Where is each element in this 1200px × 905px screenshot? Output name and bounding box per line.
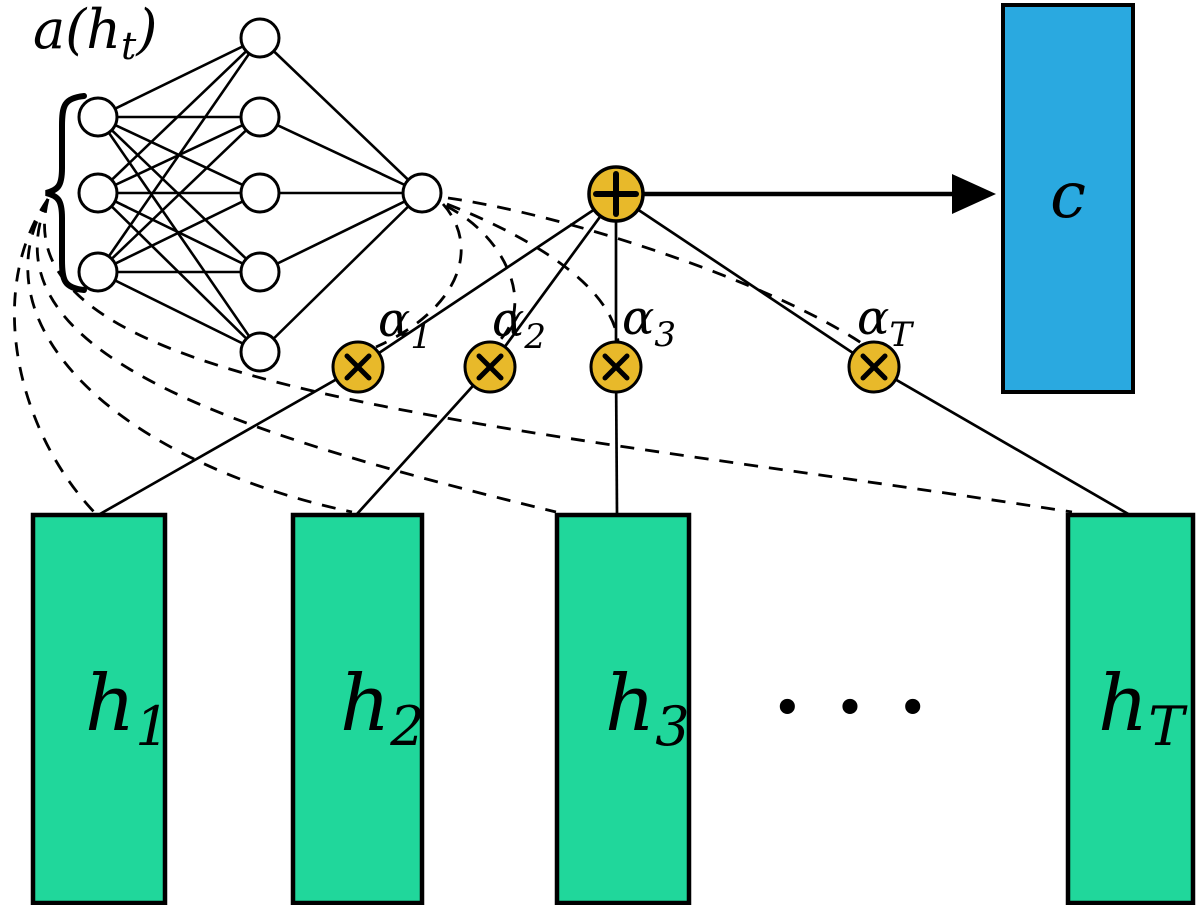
alpha-label-2: α2 [492, 292, 546, 357]
input-curve-h1 [13, 198, 97, 514]
context-vector-box [1001, 3, 1135, 394]
hidden-state-label-hT: hT [1098, 659, 1188, 758]
context-vector-label: c [1050, 159, 1086, 233]
line-multiply1-sum [357, 193, 617, 369]
weight-curve-alphaT [447, 196, 867, 348]
attention-function-label: a(ht) [33, 0, 157, 68]
hidden-node-1 [239, 17, 281, 59]
multiply-node-2 [463, 340, 517, 394]
hidden-state-box-h3 [554, 512, 692, 905]
multiply-nodes [331, 340, 901, 394]
hidden-node-5 [239, 331, 281, 373]
line-hT-multiply [873, 365, 1131, 517]
alpha-label-3: α3 [622, 290, 676, 355]
multiply-icon [344, 353, 372, 381]
line-multiplyT-sum [615, 193, 875, 369]
hidden-node-3 [239, 172, 281, 214]
output-node [401, 172, 443, 214]
input-node-3 [77, 251, 119, 293]
hidden-node-2 [239, 96, 281, 138]
hidden-node-4 [239, 251, 281, 293]
alpha-label-1: α1 [378, 292, 432, 357]
hidden-state-label-h2: h2 [340, 659, 425, 758]
hidden-state-label-h1: h1 [85, 659, 170, 758]
multiply-icon [860, 353, 888, 381]
ellipsis-dots: ••• [772, 679, 960, 739]
sum-icon [593, 171, 639, 217]
line-h1-multiply [99, 365, 359, 516]
line-h2-multiply [355, 366, 492, 515]
input-curve-h3 [35, 198, 557, 514]
alpha-label-T: αT [857, 290, 914, 355]
network-edges [96, 36, 423, 354]
network-nodes [77, 17, 443, 373]
weight-curve-alpha1 [375, 203, 463, 349]
line-multiply2-sum [488, 194, 618, 368]
multiply-node-3 [589, 340, 643, 394]
multiply-node-T [847, 340, 901, 394]
context-arrow [643, 174, 996, 214]
multiply-icon [602, 353, 630, 381]
hidden-state-box-hT [1065, 512, 1196, 905]
input-node-1 [77, 96, 119, 138]
weight-curve-alpha2 [445, 204, 517, 344]
hidden-state-box-h2 [290, 512, 425, 905]
input-node-2 [77, 172, 119, 214]
multiply-node-1 [331, 340, 385, 394]
hidden-state-box-h1 [30, 512, 168, 905]
hidden-state-label-h3: h3 [605, 659, 690, 758]
sum-node [587, 165, 645, 223]
weight-curve-alpha3 [446, 202, 620, 342]
context-arrow-head [952, 174, 996, 214]
input-curve-hT [43, 198, 1073, 514]
input-brace [45, 93, 87, 293]
input-curve-h2 [26, 198, 353, 514]
multiply-icon [476, 353, 504, 381]
